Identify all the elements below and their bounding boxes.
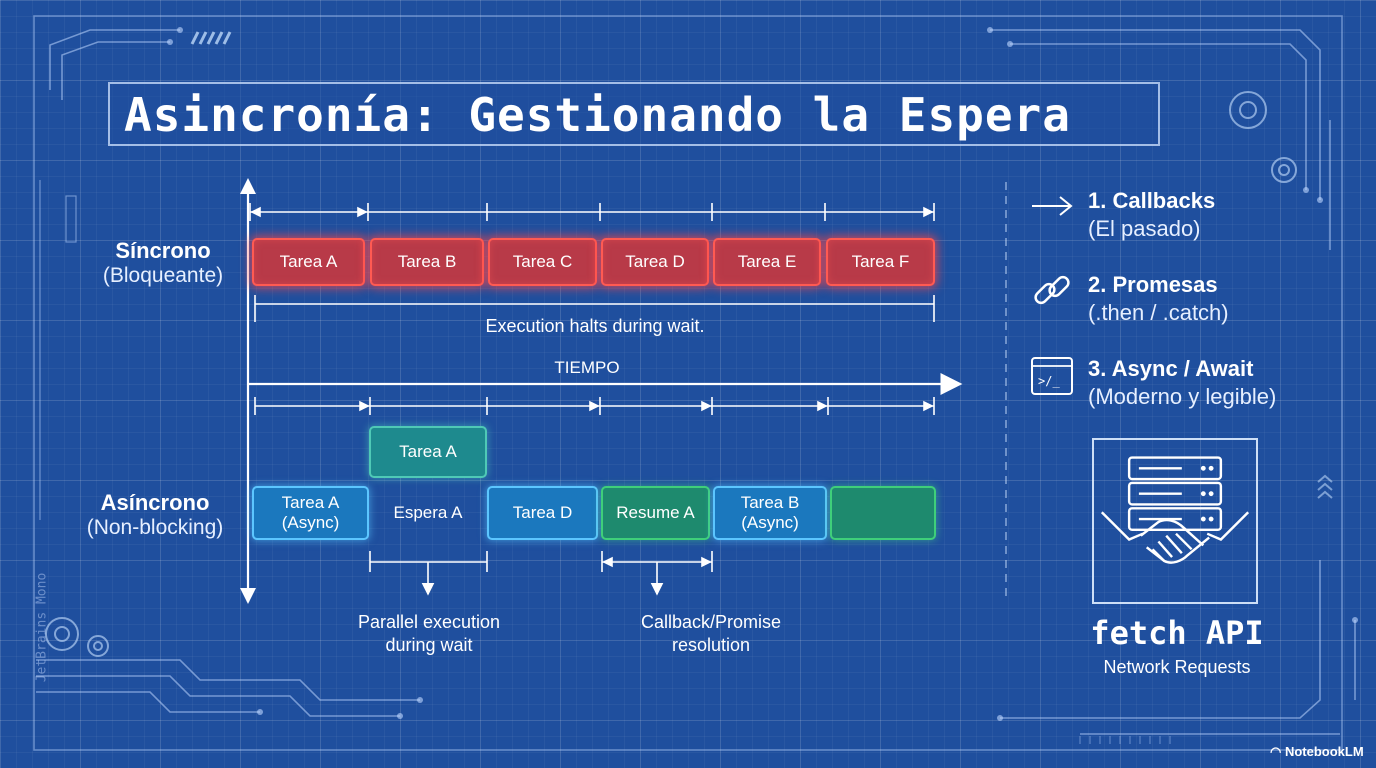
callback-caption: Callback/Promise resolution (600, 611, 822, 656)
async-wait-a: Espera A (393, 502, 463, 522)
async-task-d: Tarea D (487, 486, 598, 540)
page-title: Asincronía: Gestionando la Espera (124, 88, 1071, 142)
sidebar-item-callbacks: 1. Callbacks (El pasado) (1030, 188, 1330, 248)
fetch-api-title: fetch API (1090, 614, 1264, 652)
chain-link-icon (1034, 275, 1070, 305)
async-row-label: Asíncrono (Non-blocking) (72, 490, 238, 540)
sidebar-item-promesas: 2. Promesas (.then / .catch) (1030, 272, 1330, 332)
async-waiting-task-a: Tarea A (369, 426, 487, 478)
server-handshake-icon (1100, 456, 1250, 564)
brand-logo: ◠ NotebookLM (1270, 744, 1364, 760)
sync-row-label: Síncrono (Bloqueante) (88, 238, 238, 288)
terminal-window-icon: >/_ (1031, 357, 1073, 395)
time-axis-label: TIEMPO (554, 358, 620, 377)
sync-task-d: Tarea D (601, 238, 709, 286)
sync-label-subtitle: (Bloqueante) (102, 264, 224, 287)
parallel-caption-line2: during wait (385, 634, 473, 655)
font-watermark: JetBrains Mono (34, 572, 50, 683)
sync-caption: Execution halts during wait. (485, 316, 705, 336)
sync-task-c: Tarea C (488, 238, 597, 286)
parallel-caption: Parallel execution during wait (318, 611, 540, 656)
sidebar-item-title: 2. Promesas (1088, 272, 1218, 297)
callback-caption-line1: Callback/Promise (640, 612, 782, 632)
sidebar-item-subtitle: (Moderno y legible) (1088, 384, 1277, 409)
fetch-api-subtitle: Network Requests (1103, 657, 1251, 677)
async-label-subtitle: (Non-blocking) (86, 516, 224, 539)
sidebar-item-subtitle: (El pasado) (1088, 216, 1201, 241)
sync-task-a: Tarea A (252, 238, 365, 286)
sync-task-e: Tarea E (713, 238, 821, 286)
async-label-title: Asíncrono (100, 490, 210, 515)
async-resume-a: Resume A (601, 486, 710, 540)
async-empty-slot (830, 486, 936, 540)
async-task-b: Tarea B (Async) (713, 486, 827, 540)
sync-label-title: Síncrono (115, 238, 211, 263)
sidebar-item-subtitle: (.then / .catch) (1088, 300, 1229, 325)
title-banner: Asincronía: Gestionando la Espera (108, 82, 1160, 146)
sidebar-item-async-await: >/_ 3. Async / Await (Moderno y legible) (1030, 356, 1330, 416)
notebooklm-icon: ◠ (1270, 744, 1285, 759)
sidebar-item-title: 1. Callbacks (1088, 188, 1216, 213)
parallel-caption-line1: Parallel execution (357, 612, 501, 632)
fetch-api-panel (1092, 438, 1258, 604)
async-task-a: Tarea A (Async) (252, 486, 369, 540)
callback-caption-line2: resolution (671, 634, 751, 655)
sync-task-b: Tarea B (370, 238, 484, 286)
svg-text:>/_: >/_ (1038, 374, 1060, 388)
sync-task-f: Tarea F (826, 238, 935, 286)
arrow-right-icon (1032, 196, 1073, 216)
sidebar-item-title: 3. Async / Await (1088, 356, 1254, 381)
brand-name: NotebookLM (1284, 744, 1364, 759)
